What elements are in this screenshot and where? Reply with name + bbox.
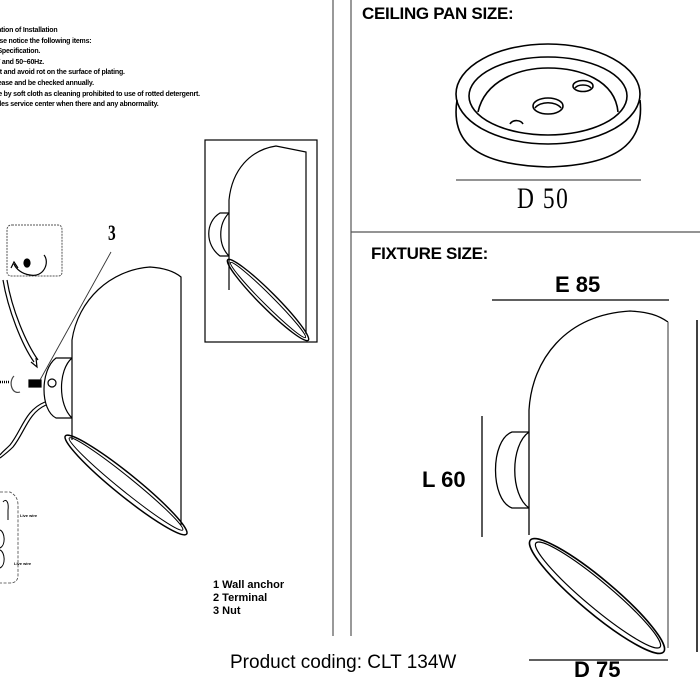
fixture-length-label: L 60	[422, 467, 466, 492]
main-mount-inner	[61, 357, 73, 419]
pan-inner-rim	[468, 56, 628, 136]
instruction-line: ication of Installation	[0, 27, 58, 34]
parts-legend: 1 Wall anchor 2 Terminal 3 Nut	[213, 579, 284, 618]
power-cable-2	[0, 404, 47, 459]
main-fixture-body	[71, 266, 182, 525]
nut-block	[28, 379, 42, 388]
instruction-line: 0V and 50~60Hz.	[0, 58, 45, 66]
instruction-line: sales service center when there and any …	[0, 101, 159, 109]
pan-side-hole	[509, 119, 524, 125]
wire-connector-2	[0, 529, 5, 549]
inset-mount-outer	[208, 212, 229, 257]
wiring-box	[0, 491, 19, 584]
detail-screw	[23, 258, 31, 268]
installation-instructions: ication of Installation ease notice the …	[0, 26, 200, 111]
product-code: Product coding: CLT 134W	[230, 652, 457, 673]
wire-connector-3	[0, 549, 5, 569]
pan-base-outline	[455, 99, 642, 168]
detail-rotate-arrow	[13, 254, 47, 276]
main-lens-inner	[68, 437, 184, 531]
callout-number: 3	[108, 220, 116, 245]
installation-drawing	[0, 139, 318, 584]
detail-pointer-arrow-a	[2, 279, 35, 363]
inset-lens-outer	[226, 258, 310, 342]
inset-lens-inner	[229, 261, 307, 339]
fixture-body-curve	[528, 310, 669, 535]
instruction-line: please and be checked annually.	[0, 79, 94, 87]
legend-item: 3 Nut	[213, 605, 241, 617]
pan-outer-rim	[455, 43, 641, 145]
wire-connector-1	[2, 499, 9, 520]
legend-item: 2 Terminal	[213, 592, 268, 604]
ceiling-pan-title: CEILING PAN SIZE:	[362, 4, 514, 23]
pan-screw-hole-inner	[574, 84, 592, 89]
pointer-arrow-head	[30, 357, 38, 369]
detail-rotate-arrow-head	[10, 260, 19, 269]
main-mount-outer	[43, 357, 72, 419]
fixture-lens-outer	[528, 537, 666, 655]
inset-frame	[204, 139, 318, 343]
instruction-line: ent and avoid rot on the surface of plat…	[0, 69, 125, 77]
legend-item: 1 Wall anchor	[213, 579, 285, 591]
power-cable	[0, 401, 46, 456]
fixture-mount-inner	[514, 431, 530, 509]
fixture-extension-label: E 85	[555, 272, 601, 297]
fixture-diameter-label: D 75	[574, 657, 621, 682]
wire-label: Live wire	[20, 513, 38, 518]
detail-box	[6, 224, 63, 277]
instruction-line: rce by soft cloth as cleaning prohibited…	[0, 90, 200, 98]
inset-fixture-body	[228, 145, 307, 334]
inset-mount-inner	[220, 212, 230, 257]
main-lens-outer	[64, 434, 188, 536]
terminal-circle	[47, 378, 57, 388]
wire-label: Live wire	[14, 561, 32, 566]
detail-pointer-arrow-b	[6, 279, 39, 361]
instruction-line: ease notice the following items:	[0, 37, 92, 45]
callout-3-line	[39, 251, 112, 381]
pan-inner-floor	[477, 67, 619, 113]
pan-center-hole	[532, 97, 564, 115]
pan-center-hole-inner	[534, 101, 562, 109]
fixture-mount-outer	[494, 431, 529, 509]
pan-screw-hole	[572, 79, 594, 93]
ceiling-pan-drawing	[455, 43, 642, 168]
instruction-line: e Specification.	[0, 48, 41, 56]
fixture-lens-inner	[534, 541, 662, 649]
fixture-drawing	[481, 299, 698, 661]
screw-rotation	[10, 375, 21, 394]
ceiling-pan-diameter-label: D 50	[517, 182, 570, 215]
fixture-size-title: FIXTURE SIZE:	[371, 244, 488, 263]
